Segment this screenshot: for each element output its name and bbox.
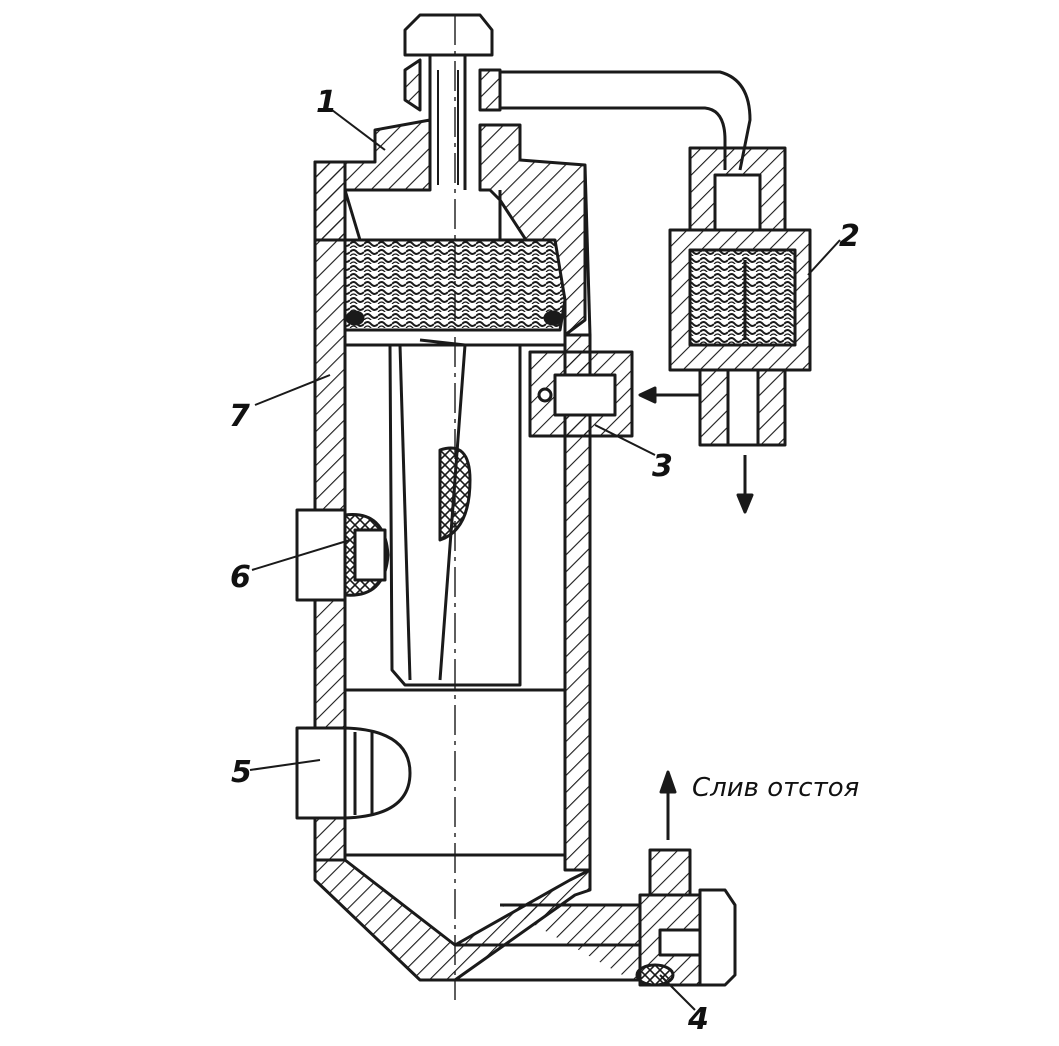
fuel-pipe	[500, 70, 752, 171]
label-6: 6	[230, 560, 251, 595]
top-bolt	[403, 13, 502, 190]
label-2: 2	[839, 219, 860, 254]
label-1: 1	[316, 85, 337, 120]
leader-lines	[249, 109, 841, 1011]
drain-caption: Слив отстоя	[692, 773, 860, 803]
port-6	[295, 508, 390, 602]
drain-arrow	[659, 770, 677, 840]
label-3: 3	[652, 449, 673, 484]
outlet-arrow	[736, 455, 754, 514]
inlet-arrow	[638, 386, 700, 404]
inlet-fitting	[528, 350, 634, 438]
label-7: 7	[229, 399, 250, 434]
label-5: 5	[231, 755, 252, 790]
port-5	[295, 726, 412, 820]
fine-filter-fitting	[668, 146, 812, 447]
label-4: 4	[688, 1002, 709, 1037]
drain-plug	[635, 848, 737, 987]
